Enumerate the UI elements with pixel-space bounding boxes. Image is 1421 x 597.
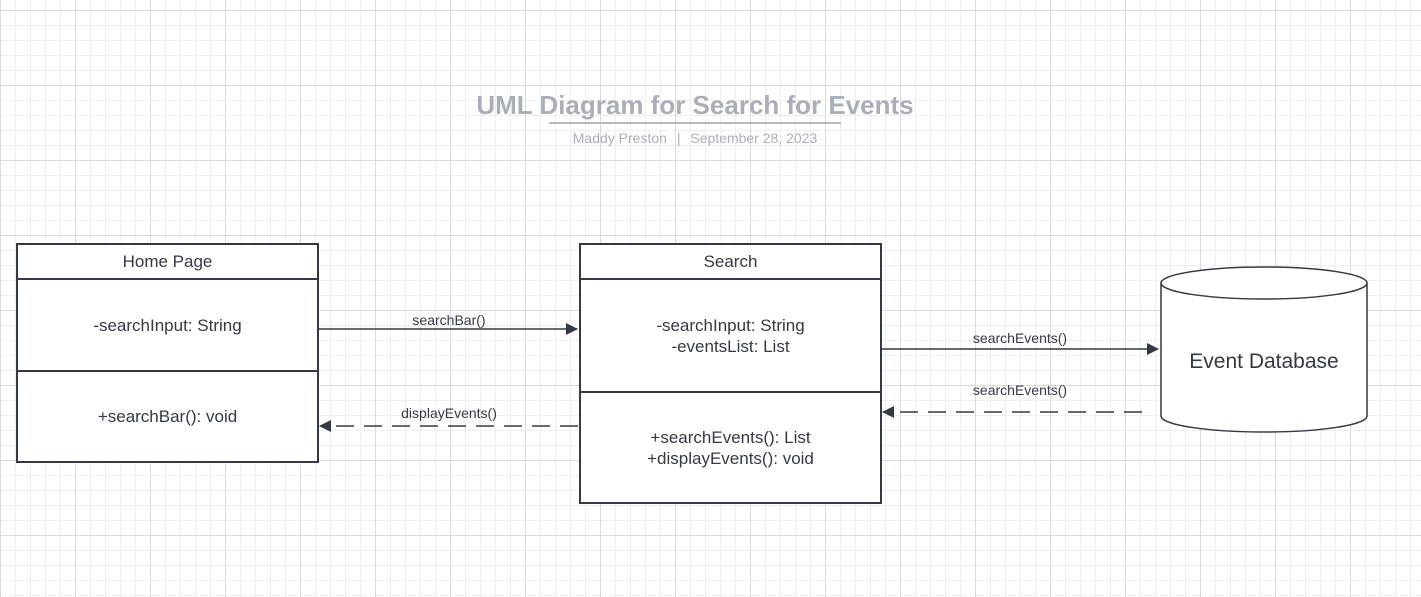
- search-methods: +searchEvents(): List +displayEvents(): …: [581, 393, 880, 502]
- home-page-method: +searchBar(): void: [97, 407, 238, 426]
- search-events-request-label: searchEvents(): [972, 330, 1068, 346]
- diagram-subtitle: Maddy Preston | September 28, 2023: [440, 128, 950, 148]
- title-block: UML Diagram for Search for Events Maddy …: [440, 88, 950, 148]
- display-events-label: displayEvents(): [401, 405, 497, 421]
- home-page-attribute: -searchInput: String: [93, 315, 242, 335]
- diagram-title: UML Diagram for Search for Events: [476, 90, 914, 120]
- event-database-cylinder[interactable]: [1160, 266, 1368, 433]
- home-page-class-name: Home Page: [18, 245, 317, 280]
- search-attribute: -eventsList: List: [671, 336, 790, 356]
- title-underline: [549, 122, 841, 124]
- search-class[interactable]: Search -searchInput: String -eventsList:…: [579, 243, 882, 504]
- author-name: Maddy Preston: [572, 130, 667, 146]
- diagram-date: September 28, 2023: [690, 130, 818, 146]
- search-bar-label: searchBar(): [412, 312, 486, 328]
- search-attribute: -searchInput: String: [656, 315, 805, 335]
- search-class-name: Search: [581, 245, 880, 280]
- subtitle-separator: |: [676, 130, 681, 146]
- event-database-label: Event Database: [1189, 350, 1339, 373]
- home-page-methods: +searchBar(): void: [18, 372, 317, 461]
- search-events-return-label: searchEvents(): [972, 382, 1068, 398]
- search-method: +displayEvents(): void: [647, 448, 814, 468]
- home-page-class[interactable]: Home Page -searchInput: String +searchBa…: [16, 243, 319, 463]
- search-attributes: -searchInput: String -eventsList: List: [581, 280, 880, 393]
- search-method: +searchEvents(): List: [650, 427, 811, 447]
- home-page-attributes: -searchInput: String: [18, 280, 317, 372]
